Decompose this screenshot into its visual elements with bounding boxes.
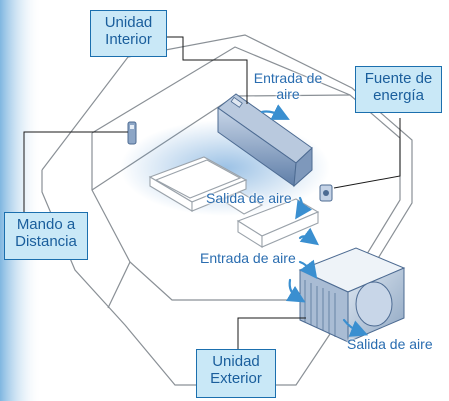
callout-outdoor-unit-line1: Unidad bbox=[212, 353, 260, 370]
callout-power-source-line2: energía bbox=[373, 87, 424, 104]
label-outdoor-intake: Entrada de aire bbox=[200, 250, 296, 266]
callout-outdoor-unit-line2: Exterior bbox=[210, 370, 262, 387]
airflow-arrows bbox=[260, 104, 369, 337]
label-outdoor-outlet: Salida de aire bbox=[347, 336, 433, 352]
label-indoor-intake-line2: aire bbox=[276, 86, 300, 102]
outdoor-unit-leader bbox=[237, 317, 306, 349]
leader-lines bbox=[23, 36, 401, 349]
outdoor-outlet-arrow bbox=[342, 318, 369, 337]
remote-control-leader bbox=[23, 131, 128, 212]
callout-remote-control: Mando a Distancia bbox=[4, 212, 88, 260]
power-source-leader bbox=[333, 118, 401, 189]
callout-remote-control-line1: Mando a bbox=[16, 216, 76, 233]
callout-remote-control-line2: Distancia bbox=[15, 233, 77, 250]
indoor-intake-arrow bbox=[260, 104, 290, 120]
indoor-outlet-arrow-2 bbox=[298, 227, 320, 246]
callout-outdoor-unit: Unidad Exterior bbox=[196, 349, 276, 398]
indoor-outlet-arrow bbox=[295, 196, 313, 220]
indoor-unit-body bbox=[217, 93, 313, 188]
label-indoor-intake: Entrada de aire bbox=[244, 70, 332, 102]
callout-power-source: Fuente de energía bbox=[355, 66, 442, 113]
callout-indoor-unit-line2: Interior bbox=[105, 31, 152, 48]
callout-indoor-unit: Unidad Interior bbox=[90, 10, 167, 57]
label-indoor-outlet: Salida de aire bbox=[206, 190, 292, 206]
indoor-unit-leader bbox=[136, 36, 248, 104]
power-socket bbox=[319, 184, 333, 202]
label-indoor-intake-line1: Entrada de bbox=[253, 70, 323, 86]
outdoor-intake-arrow-2 bbox=[285, 278, 306, 303]
callout-power-source-line1: Fuente de bbox=[364, 70, 433, 87]
background-glow bbox=[0, 0, 42, 401]
callout-indoor-unit-line1: Unidad bbox=[104, 14, 153, 31]
outdoor-intake-arrow bbox=[298, 259, 318, 280]
remote-control-device bbox=[127, 121, 137, 145]
